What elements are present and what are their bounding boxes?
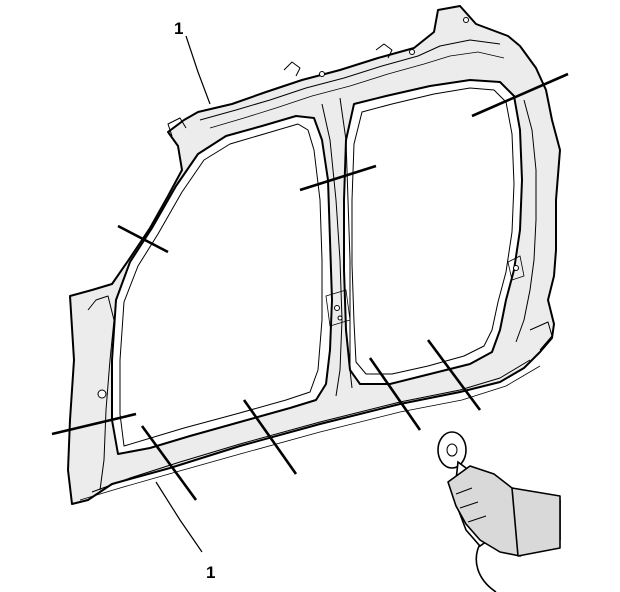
roof-tab-2 <box>375 43 393 59</box>
grinder-wheel <box>437 431 467 469</box>
hinge-pillar-hole <box>97 389 107 399</box>
b-pillar-hole-2 <box>337 315 343 321</box>
grinder-wheel-hub <box>446 443 458 457</box>
cut-line-roof-rear <box>471 72 569 118</box>
cut-line-rocker-1 <box>140 425 198 501</box>
quarter-panel-edge <box>515 99 537 343</box>
rear-lower-flange <box>529 321 553 351</box>
rear-opening-flange <box>351 87 515 375</box>
callout-leader-upper <box>185 35 211 105</box>
glove-fingers <box>455 487 487 523</box>
cut-line-rocker-2 <box>242 399 298 475</box>
roof-tab-3 <box>167 117 187 137</box>
cut-line-a-pillar <box>117 224 169 254</box>
quarter-hole <box>513 265 519 271</box>
callout-label-lower: 1 <box>206 563 215 582</box>
quarter-bracket <box>507 255 525 281</box>
roof-hole-1 <box>319 71 325 77</box>
sleeve <box>511 487 561 557</box>
b-pillar-rear-edge <box>339 97 353 389</box>
roof-tab-1 <box>283 61 301 77</box>
cut-line-rocker-4 <box>426 339 482 411</box>
callout-leader-lower <box>155 481 203 553</box>
roof-hole-2 <box>409 49 415 55</box>
b-pillar-bracket <box>325 289 351 327</box>
rear-door-opening <box>343 79 523 385</box>
cut-line-hinge-pillar <box>51 412 137 436</box>
front-door-opening <box>111 115 333 455</box>
roof-hole-3 <box>463 17 469 23</box>
b-pillar-hole-1 <box>334 305 340 311</box>
cut-line-rocker-3 <box>368 357 422 431</box>
roof-rail-line <box>199 39 501 121</box>
b-pillar-front-edge <box>321 103 343 397</box>
cut-line-b-pillar-upper <box>299 164 377 192</box>
hand-with-grinder-illustration <box>437 431 561 592</box>
roof-rail-line-inner <box>209 51 505 129</box>
rocker-panel-line-lower <box>79 365 541 501</box>
front-opening-flange <box>119 123 323 447</box>
rocker-panel-line <box>91 359 531 493</box>
callout-label-upper: 1 <box>174 19 183 38</box>
a-pillar-inner-edge <box>87 295 115 491</box>
